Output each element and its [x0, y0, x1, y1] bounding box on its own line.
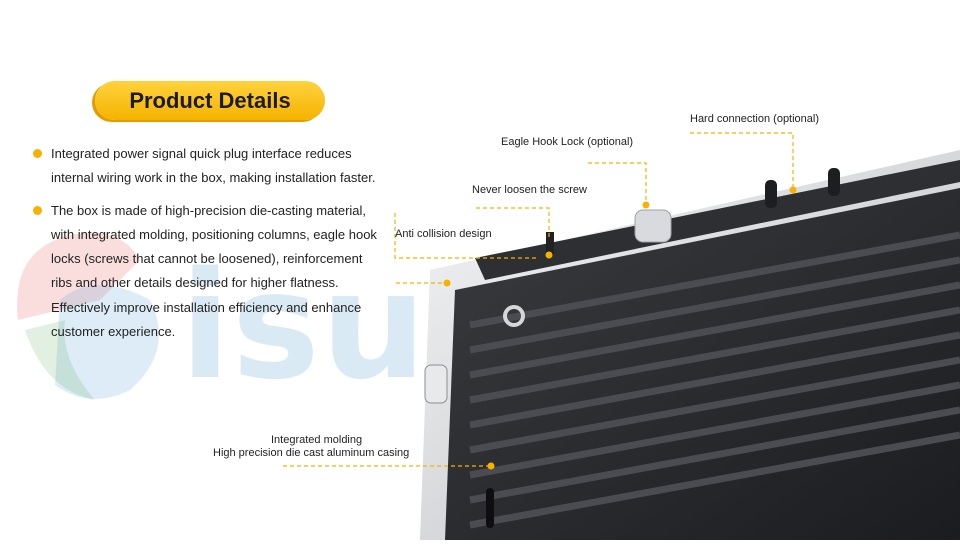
feature-list: Integrated power signal quick plug inter…: [33, 142, 377, 344]
callout-anti-collision: Anti collision design: [395, 228, 492, 240]
bullet-dot-icon: [33, 205, 42, 215]
led-cabinet-image: [420, 150, 960, 540]
callout-integrated-molding: Integrated molding: [271, 434, 363, 446]
callout-eagle-hook: Eagle Hook Lock (optional): [501, 136, 634, 148]
list-item: The box is made of high-precision die-ca…: [33, 199, 381, 345]
bullet-dot-icon: [33, 149, 42, 158]
page-title: Product Details: [129, 88, 291, 113]
callout-hard-connection: Hard connection (optional): [690, 113, 820, 125]
list-item: Integrated power signal quick plug inter…: [33, 142, 381, 191]
section-title-badge: Product Details: [95, 81, 325, 120]
bullet-text: Integrated power signal quick plug inter…: [51, 146, 376, 186]
bullet-text: The box is made of high-precision die-ca…: [51, 202, 377, 340]
callout-die-cast: High precision die cast aluminum casing: [213, 447, 410, 459]
callout-never-loosen: Never loosen the screw: [472, 184, 587, 196]
